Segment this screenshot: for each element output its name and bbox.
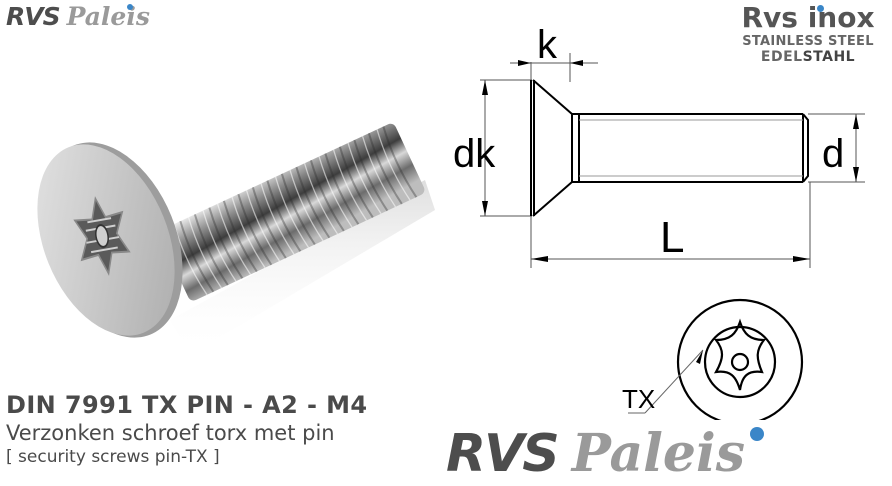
screw-photo [37,123,435,355]
logo-paleis-text: Paleis [66,2,150,31]
label-dk: dk [453,132,496,176]
inox-edelstahl: EDELSTAHL [760,49,856,65]
logo-rvs-text: RVS [6,2,61,31]
product-title: DIN 7991 TX PIN - A2 - M4 [6,391,368,419]
logo-large-rvs-text: RVS [446,424,560,484]
logo-dot-icon [126,4,133,10]
technical-drawing: k dk d [453,23,865,420]
logo-large-paleis-text: Paleis [572,424,764,484]
brand-logo-small: RVS Paleis [6,2,150,36]
logo-large-dot-icon [749,427,764,441]
label-tx: TX [622,384,655,414]
brand-logo-large: RVS Paleis [446,424,764,484]
inox-dot-icon [817,5,825,12]
product-subtitle-en: [ security screws pin-TX ] [6,447,220,467]
label-d: d [822,132,844,176]
label-L: L [660,213,684,262]
inox-title: Rvs inox [741,1,875,34]
product-info: DIN 7991 TX PIN - A2 - M4 Verzonken schr… [6,390,367,468]
inox-stainless-steel: STAINLESS STEEL [742,34,874,49]
rvs-inox-logo: Rvs inox STAINLESS STEEL EDELSTAHL [730,1,886,66]
label-k: k [537,23,558,67]
product-subtitle: Verzonken schroef torx met pin [6,421,335,445]
